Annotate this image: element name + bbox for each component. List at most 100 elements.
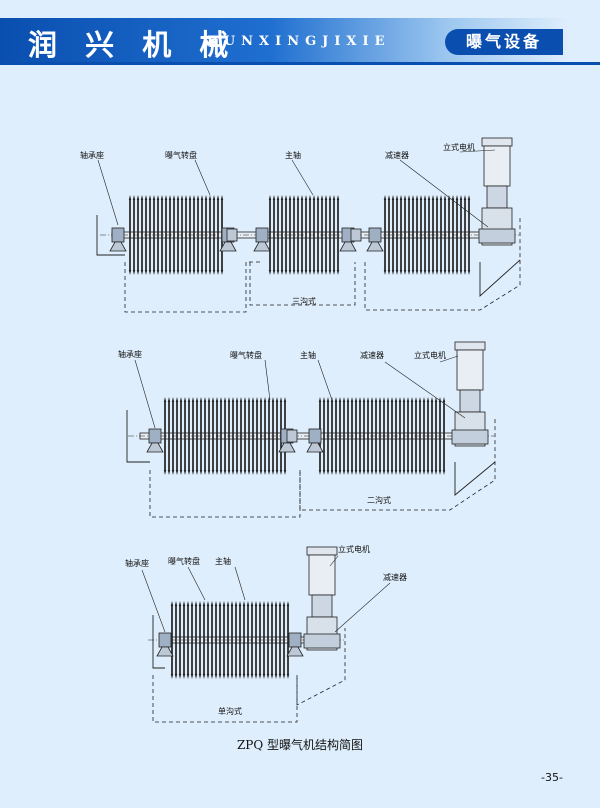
disc-tip: [266, 674, 270, 679]
channel-outline: [149, 470, 301, 518]
disc-tip: [406, 397, 410, 402]
disc-tip: [414, 397, 418, 402]
disc-tip: [204, 195, 208, 200]
disc-tip: [184, 270, 188, 275]
disc-tip: [164, 195, 168, 200]
disc-tip: [238, 674, 242, 679]
disc-tip: [246, 601, 250, 606]
disc-tip: [334, 470, 338, 475]
label-reducer: 减速器: [383, 572, 407, 582]
disc-tip: [322, 470, 326, 475]
disc-tip: [222, 674, 226, 679]
disc-tip: [266, 601, 270, 606]
disc-tip: [322, 397, 326, 402]
disc-tip: [198, 674, 202, 679]
motor-flange: [459, 389, 481, 413]
disc-tip: [374, 397, 378, 402]
disc-tip: [300, 270, 304, 275]
disc-tip: [211, 397, 215, 402]
disc-tip: [386, 470, 390, 475]
disc-tip: [350, 470, 354, 475]
disc-tip: [431, 195, 435, 200]
disc-tip: [255, 397, 259, 402]
disc-tip: [398, 470, 402, 475]
leader-line: [439, 355, 459, 363]
bearing-pedestal: [219, 241, 237, 252]
leader-line: [187, 566, 206, 601]
disc-tip: [198, 601, 202, 606]
leader-line: [264, 359, 271, 401]
figure-three-channel: 轴承座 曝气转盘 主轴 减速器 立式电机 三沟式: [80, 137, 521, 313]
disc-tip: [140, 270, 144, 275]
disc-tip: [238, 601, 242, 606]
disc-tip: [208, 195, 212, 200]
bearing-block: [148, 428, 162, 444]
label-channel: 三沟式: [292, 296, 316, 306]
motor-flange: [486, 185, 508, 209]
disc-tip: [318, 397, 322, 402]
disc-tip: [160, 195, 164, 200]
disc-tip: [430, 470, 434, 475]
disc-tip: [216, 195, 220, 200]
disc-tip: [378, 470, 382, 475]
bearing-block: [111, 227, 125, 243]
disc-tip: [407, 270, 411, 275]
disc-tip: [210, 674, 214, 679]
disc-tip: [383, 270, 387, 275]
disc-tip: [447, 270, 451, 275]
disc-tip: [206, 601, 210, 606]
label-reducer: 减速器: [385, 150, 409, 160]
disc-tip: [423, 195, 427, 200]
disc-tip: [431, 270, 435, 275]
disc-tip: [247, 470, 251, 475]
disc-tip: [183, 397, 187, 402]
disc-tip: [288, 270, 292, 275]
disc-tip: [259, 397, 263, 402]
disc-tip: [443, 195, 447, 200]
disc-tip: [467, 270, 471, 275]
disc-tip: [403, 270, 407, 275]
disc-tip: [258, 674, 262, 679]
channel-outline: [296, 628, 346, 706]
bearing-block: [158, 632, 172, 648]
disc-tip: [362, 397, 366, 402]
leader-line: [317, 359, 333, 401]
disc-tip: [168, 270, 172, 275]
disc-tip: [276, 195, 280, 200]
disc-tip: [243, 470, 247, 475]
leader-line: [399, 159, 489, 228]
disc-tip: [336, 195, 340, 200]
disc-tip: [316, 195, 320, 200]
disc-tip: [250, 601, 254, 606]
disc-tip: [451, 270, 455, 275]
disc-tip: [316, 270, 320, 275]
disc-tip: [230, 674, 234, 679]
disc-tip: [191, 470, 195, 475]
disc-tip: [239, 470, 243, 475]
leader-line: [334, 582, 391, 633]
disc-tip: [275, 397, 279, 402]
disc-tip: [292, 195, 296, 200]
disc-tip: [366, 397, 370, 402]
disc-tip: [206, 674, 210, 679]
disc-tip: [438, 470, 442, 475]
label-channel: 二沟式: [367, 495, 391, 505]
disc-tip: [274, 601, 278, 606]
disc-tip: [230, 601, 234, 606]
leader-line: [291, 159, 314, 196]
bearing-pedestal: [156, 646, 174, 657]
disc-tip: [152, 270, 156, 275]
disc-tip: [128, 195, 132, 200]
disc-tip: [439, 270, 443, 275]
channel-outline: [454, 461, 496, 496]
disc-tip: [136, 195, 140, 200]
disc-tip: [234, 601, 238, 606]
disc-tip: [175, 397, 179, 402]
disc-tip: [176, 270, 180, 275]
disc-tip: [422, 397, 426, 402]
disc-tip: [247, 397, 251, 402]
disc-tip: [172, 195, 176, 200]
disc-tip: [246, 674, 250, 679]
channel-outline: [479, 259, 521, 298]
